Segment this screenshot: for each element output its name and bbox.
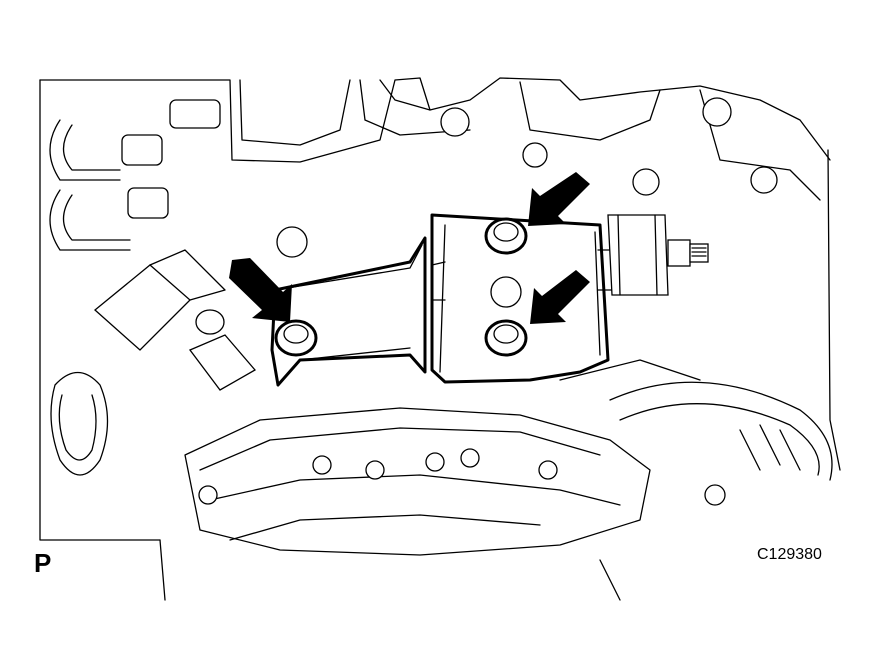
engine-linework (39, 77, 841, 601)
mount-bolt-upper (484, 217, 528, 255)
arrow-pointing-bolt-upper (528, 172, 590, 226)
corner-letter: P (34, 548, 52, 578)
arrow-pointing-bolt-lower (530, 270, 590, 324)
figure-code: C129380 (757, 546, 822, 563)
arrow-pointing-bolt-left (229, 258, 292, 322)
mount-bolt-left (274, 319, 318, 357)
mount-bolt-lower (484, 319, 528, 357)
